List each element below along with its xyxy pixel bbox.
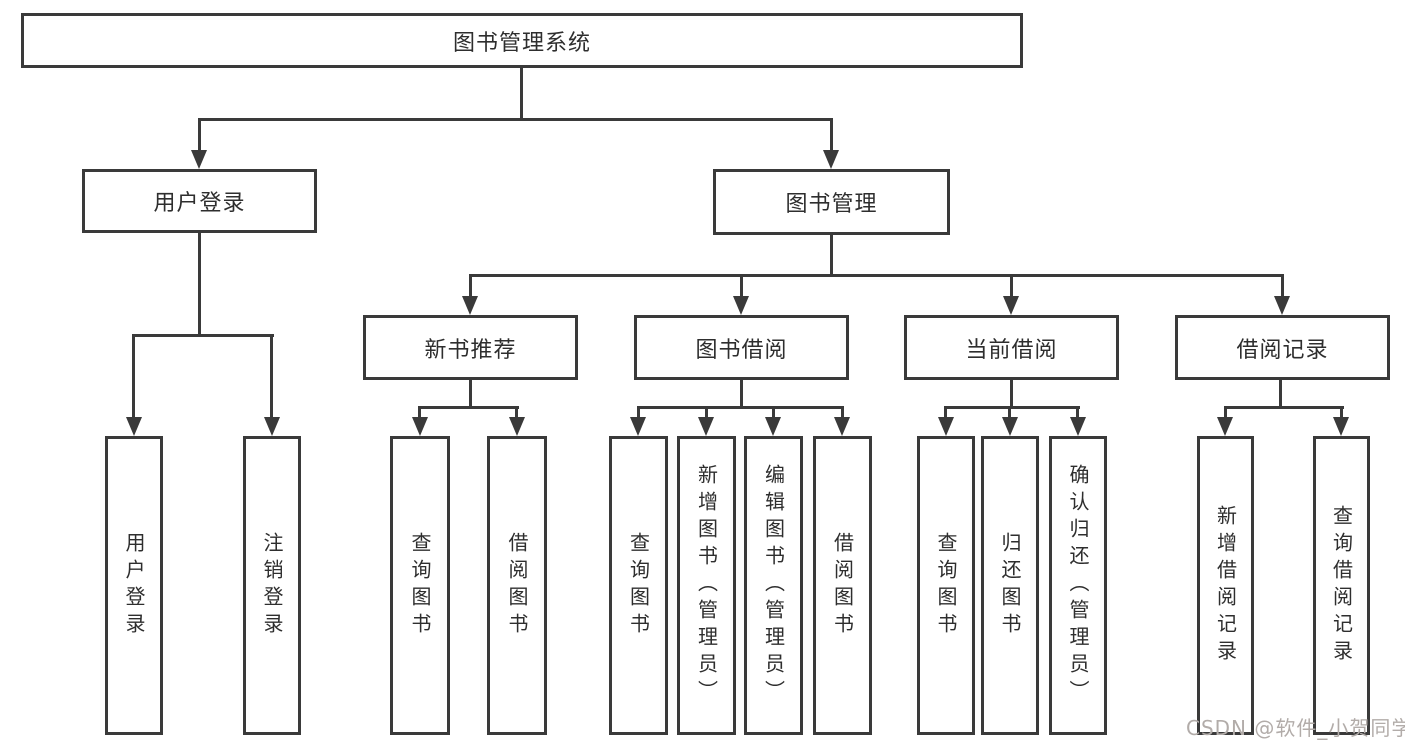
leaf-confirm-return-admin: 确认归还（管理员）: [1049, 436, 1107, 735]
arrow-down-icon: [191, 150, 207, 169]
node-label: 当前借阅: [965, 337, 1058, 363]
connector-line: [637, 406, 844, 409]
node-label: 确认归还（管理员）: [1066, 464, 1090, 707]
node-label: 查询图书: [408, 531, 432, 640]
arrow-down-icon: [509, 417, 525, 436]
connector-line: [1281, 274, 1284, 302]
connector-line: [1340, 406, 1343, 420]
node-label: 编辑图书（管理员）: [761, 464, 786, 707]
connector-line: [772, 406, 775, 420]
arrow-down-icon: [1333, 417, 1349, 436]
leaf-borrow-books-recommend: 借阅图书: [487, 436, 547, 735]
connector-line: [1010, 380, 1013, 409]
arrow-down-icon: [264, 417, 280, 436]
node-label: 借阅记录: [1236, 337, 1329, 363]
arrow-down-icon: [765, 417, 781, 436]
node-label: 图书管理系统: [452, 30, 591, 56]
arrow-down-icon: [1003, 296, 1019, 315]
connector-line: [705, 406, 708, 420]
node-library-management-system: 图书管理系统: [21, 13, 1023, 68]
connector-line: [1224, 406, 1344, 409]
connector-line: [740, 380, 743, 409]
leaf-query-books-recommend: 查询图书: [390, 436, 450, 735]
connector-line: [469, 274, 1284, 277]
arrow-down-icon: [1274, 296, 1290, 315]
node-new-book-recommendation: 新书推荐: [363, 315, 578, 380]
node-label: 新增图书（管理员）: [694, 464, 719, 707]
arrow-down-icon: [823, 150, 839, 169]
arrow-down-icon: [834, 417, 850, 436]
leaf-borrow-books: 借阅图书: [813, 436, 872, 735]
connector-line: [418, 406, 421, 420]
node-label: 借阅图书: [830, 531, 855, 640]
arrow-down-icon: [630, 417, 646, 436]
connector-line: [469, 274, 472, 302]
node-book-borrowing: 图书借阅: [634, 315, 849, 380]
connector-line: [830, 235, 833, 277]
connector-line: [637, 406, 640, 420]
node-label: 用户登录: [153, 191, 246, 216]
node-label: 查询借阅记录: [1329, 504, 1354, 667]
node-label: 图书借阅: [695, 337, 788, 363]
leaf-query-borrow-record: 查询借阅记录: [1313, 436, 1370, 735]
connector-line: [132, 334, 135, 420]
node-label: 归还图书: [998, 531, 1022, 640]
leaf-add-books-admin: 新增图书（管理员）: [677, 436, 736, 735]
leaf-add-borrow-record: 新增借阅记录: [1197, 436, 1254, 735]
node-label: 新书推荐: [424, 337, 517, 363]
node-user-login-group: 用户登录: [82, 169, 317, 233]
connector-line: [198, 233, 201, 337]
node-label: 用户登录: [122, 531, 146, 640]
connector-line: [841, 406, 844, 420]
connector-line: [515, 406, 518, 420]
node-borrowing-records: 借阅记录: [1175, 315, 1390, 380]
node-label: 注销登录: [260, 531, 284, 640]
arrow-down-icon: [1217, 417, 1233, 436]
connector-line: [830, 118, 833, 153]
leaf-edit-books-admin: 编辑图书（管理员）: [744, 436, 803, 735]
node-label: 查询图书: [626, 531, 651, 640]
connector-line: [944, 406, 947, 420]
connector-line: [944, 406, 1080, 409]
connector-line: [1224, 406, 1227, 420]
connector-line: [270, 334, 273, 420]
arrow-down-icon: [1002, 417, 1018, 436]
connector-line: [520, 68, 523, 121]
node-book-management: 图书管理: [713, 169, 950, 235]
connector-line: [198, 118, 833, 121]
arrow-down-icon: [126, 417, 142, 436]
arrow-down-icon: [412, 417, 428, 436]
connector-line: [1008, 406, 1011, 420]
arrow-down-icon: [698, 417, 714, 436]
leaf-logout: 注销登录: [243, 436, 301, 735]
connector-line: [198, 118, 201, 153]
connector-line: [469, 380, 472, 409]
arrow-down-icon: [462, 296, 478, 315]
connector-line: [1076, 406, 1079, 420]
node-label: 新增借阅记录: [1213, 504, 1238, 667]
node-label: 图书管理: [785, 192, 878, 217]
arrow-down-icon: [733, 296, 749, 315]
csdn-watermark: CSDN @软件_小贺同学: [1186, 716, 1405, 740]
node-current-borrowing: 当前借阅: [904, 315, 1119, 380]
connector-line: [418, 406, 519, 409]
node-label: 查询图书: [934, 531, 958, 640]
connector-line: [132, 334, 274, 337]
arrow-down-icon: [1070, 417, 1086, 436]
leaf-query-books-current: 查询图书: [917, 436, 975, 735]
leaf-user-login: 用户登录: [105, 436, 163, 735]
leaf-return-books: 归还图书: [981, 436, 1039, 735]
connector-line: [1010, 274, 1013, 302]
leaf-query-books-borrow: 查询图书: [609, 436, 668, 735]
node-label: 借阅图书: [505, 531, 529, 640]
arrow-down-icon: [938, 417, 954, 436]
connector-line: [740, 274, 743, 302]
connector-line: [1279, 380, 1282, 409]
